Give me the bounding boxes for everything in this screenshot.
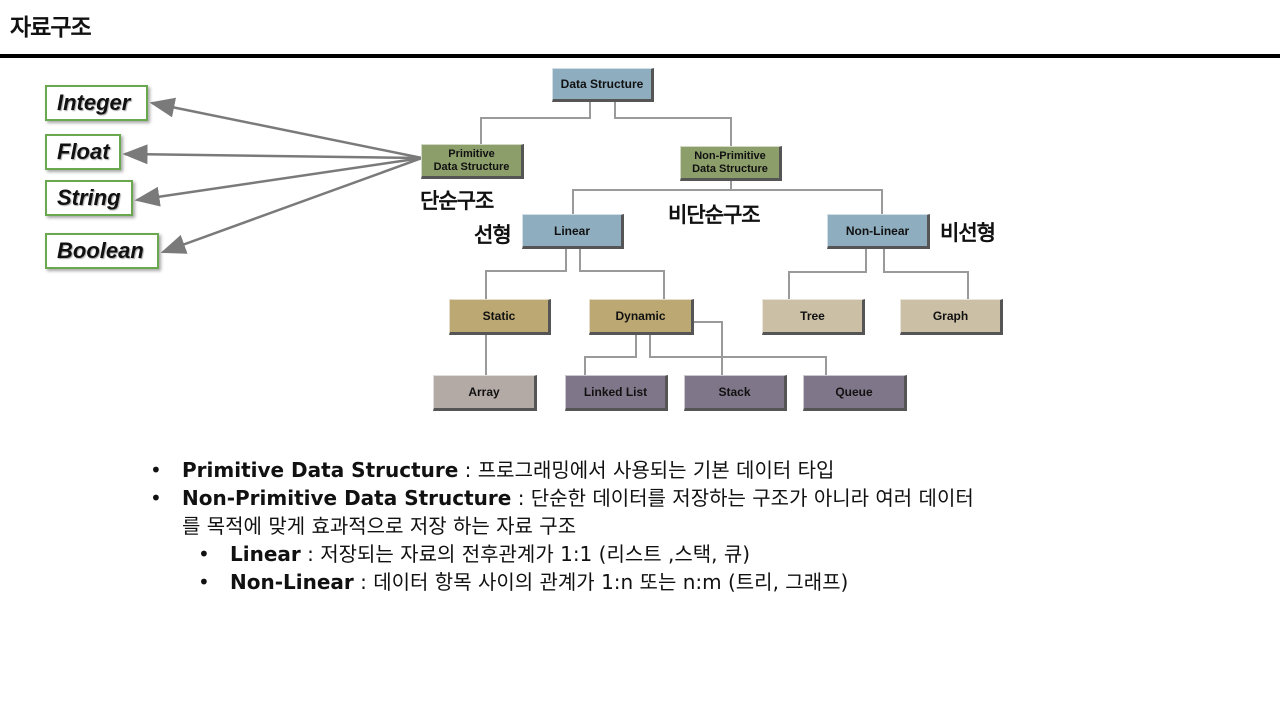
bullet-non-primitive: • Non-Primitive Data Structure : 단순한 데이터를…: [150, 484, 1150, 512]
node-non-primitive: Non-Primitive Data Structure: [680, 146, 782, 181]
connector-nonlinear-tree: [788, 248, 867, 300]
node-linear: Linear: [522, 214, 624, 249]
connector-nonprim-nonlinear: [730, 178, 883, 215]
connector-dynamic-linkedlist: [584, 334, 637, 376]
type-integer: Integer: [45, 85, 148, 121]
node-linear-label: Linear: [553, 223, 590, 238]
bullet-dot: •: [150, 458, 162, 482]
label-non-simple-structure: 비단순구조: [668, 203, 761, 227]
connector-root-primitive: [480, 100, 591, 145]
node-non-linear-label: Non-Linear: [845, 223, 910, 238]
connector-linear-static: [485, 248, 567, 300]
node-array-label: Array: [468, 385, 500, 399]
node-non-primitive-line2: Data Structure: [692, 162, 768, 175]
connector-linear-dynamic: [579, 248, 665, 300]
node-array: Array: [433, 375, 537, 411]
node-stack-label: Stack: [718, 385, 751, 399]
node-stack: Stack: [684, 375, 787, 411]
arrow-to-string: [134, 156, 423, 207]
bullet-dot: •: [150, 486, 162, 510]
bullet-dot: •: [198, 570, 210, 594]
bullet-text: : 단순한 데이터를 저장하는 구조가 아니라 여러 데이터: [511, 486, 974, 510]
bullet-non-primitive-continuation: 를 목적에 맞게 효과적으로 저장 하는 자료 구조: [182, 514, 577, 538]
description-list: • Primitive Data Structure : 프로그래밍에서 사용되는…: [150, 456, 1150, 596]
bullet-non-linear: • Non-Linear : 데이터 항목 사이의 관계가 1:n 또는 n:m …: [150, 568, 1150, 596]
connector-nonlinear-graph: [883, 248, 969, 300]
connector-dynamic-queue: [690, 321, 827, 376]
connector-root-nonprimitive: [614, 100, 732, 147]
node-primitive-line1: Primitive: [448, 147, 495, 160]
node-linked-list-label: Linked List: [583, 385, 648, 399]
node-queue-label: Queue: [835, 385, 873, 399]
title-divider: [0, 54, 1280, 58]
type-string: String: [45, 180, 133, 216]
bullet-text: : 데이터 항목 사이의 관계가 1:n 또는 n:m (트리, 그래프): [353, 570, 849, 594]
bullet-text: : 프로그래밍에서 사용되는 기본 데이터 타입: [458, 458, 835, 482]
label-non-linear: 비선형: [940, 221, 996, 245]
bullet-term: Primitive Data Structure: [182, 458, 459, 482]
arrow-to-boolean: [160, 156, 423, 254]
label-simple-structure: 단순구조: [420, 189, 494, 213]
node-static: Static: [449, 299, 551, 335]
node-graph-label: Graph: [932, 309, 969, 323]
node-non-primitive-line1: Non-Primitive: [694, 149, 766, 162]
bullet-linear: • Linear : 저장되는 자료의 전후관계가 1:1 (리스트 ,스택, 큐…: [150, 540, 1150, 568]
node-non-linear: Non-Linear: [827, 214, 930, 249]
bullet-dot: •: [198, 542, 210, 566]
node-graph: Graph: [900, 299, 1003, 335]
node-dynamic-label: Dynamic: [615, 309, 666, 323]
arrow-to-float: [122, 144, 423, 165]
connector-dynamic-stack: [649, 334, 723, 376]
node-tree: Tree: [762, 299, 865, 335]
node-data-structure-label: Data Structure: [560, 77, 644, 91]
bullet-term: Linear: [230, 542, 301, 566]
node-tree-label: Tree: [800, 309, 825, 323]
arrow-to-integer: [149, 97, 423, 160]
node-primitive-line2: Data Structure: [433, 160, 510, 173]
type-float: Float: [45, 134, 121, 170]
node-linked-list: Linked List: [565, 375, 668, 411]
node-data-structure: Data Structure: [552, 68, 654, 102]
bullet-text: : 저장되는 자료의 전후관계가 1:1 (리스트 ,스택, 큐): [300, 542, 751, 566]
node-static-label: Static: [482, 309, 516, 323]
page-title: 자료구조: [10, 15, 92, 41]
bullet-primitive: • Primitive Data Structure : 프로그래밍에서 사용되는…: [150, 456, 1150, 484]
bullet-term: Non-Linear: [230, 570, 354, 594]
type-boolean: Boolean: [45, 233, 159, 269]
node-primitive: Primitive Data Structure: [421, 144, 524, 179]
bullet-term: Non-Primitive Data Structure: [182, 486, 512, 510]
node-queue: Queue: [803, 375, 907, 411]
label-linear: 선형: [474, 223, 512, 247]
node-dynamic: Dynamic: [589, 299, 694, 335]
